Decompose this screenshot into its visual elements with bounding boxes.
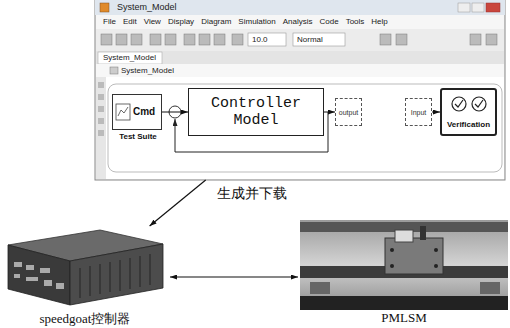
window-button xyxy=(486,3,500,12)
menu-item: Diagram xyxy=(201,17,231,26)
palette-icons xyxy=(98,82,104,136)
canvas xyxy=(106,77,504,179)
connector-arrow xyxy=(150,180,206,226)
breadcrumb-bar xyxy=(96,64,504,77)
tab xyxy=(98,52,162,64)
node-text: System_Model xyxy=(117,2,177,12)
app-icon xyxy=(100,3,109,12)
node-text: Controller Model xyxy=(189,95,323,129)
node-text: Verification xyxy=(442,120,495,129)
input-port: Input xyxy=(405,98,432,126)
connector-arrow xyxy=(162,112,188,113)
toolbar xyxy=(96,29,504,51)
node-caption: Test Suite xyxy=(103,132,173,141)
motor-hardware: PMLSM xyxy=(298,218,510,328)
toolbar-field: 10.0 xyxy=(252,35,268,44)
menu-item: Tools xyxy=(346,17,365,26)
node-text: Cmd xyxy=(133,106,155,117)
menu-item: Code xyxy=(320,17,339,26)
connector-arrow xyxy=(170,276,298,277)
node-text: speedgoat控制器 xyxy=(0,310,170,328)
menu-item: Analysis xyxy=(283,17,313,26)
menu-item: View xyxy=(144,17,161,26)
menu-bar: File Edit View Display Diagram Simulation Anal… xyxy=(103,17,388,26)
verification-icon xyxy=(452,97,486,111)
edge-label: 生成并下载 xyxy=(215,185,289,203)
toolbar-icons xyxy=(101,34,497,45)
connector-arrow xyxy=(432,112,440,113)
connector-arrow xyxy=(324,112,335,113)
breadcrumb: System_Model xyxy=(121,66,174,75)
app-window: System_ModelCmdTest SuiteController Mode… xyxy=(95,0,505,180)
menu-item: Help xyxy=(371,17,387,26)
menu-bar xyxy=(96,15,504,29)
window-frame xyxy=(95,0,505,180)
menu-item: Simulation xyxy=(238,17,275,26)
mode-dropdown xyxy=(293,33,345,46)
verification-block: Verification xyxy=(440,88,497,136)
title-bar xyxy=(95,0,505,15)
output-port: output xyxy=(335,98,362,126)
signal-icon xyxy=(116,104,130,120)
harness-frame xyxy=(108,84,502,172)
window-button xyxy=(472,3,484,12)
toolbar-field: Normal xyxy=(297,35,323,44)
menu-item: File xyxy=(103,17,116,26)
model-icon xyxy=(110,67,118,74)
node-text: PMLSM xyxy=(298,310,510,326)
side-palette xyxy=(96,77,106,179)
tab-bar xyxy=(96,51,504,64)
time-field xyxy=(248,33,286,46)
node-text: Input xyxy=(411,109,427,116)
node-text: output xyxy=(339,109,358,116)
menu-item: Display xyxy=(168,17,194,26)
controller-hardware: speedgoat控制器 xyxy=(0,226,170,328)
window-button xyxy=(458,3,470,12)
controller-illustration xyxy=(8,230,163,305)
controller-block: Controller Model xyxy=(188,88,324,136)
menu-item: Edit xyxy=(123,17,137,26)
test-suite-block: CmdTest Suite xyxy=(112,94,162,130)
tab-label: System_Model xyxy=(103,53,156,62)
motor-photo xyxy=(300,220,508,310)
